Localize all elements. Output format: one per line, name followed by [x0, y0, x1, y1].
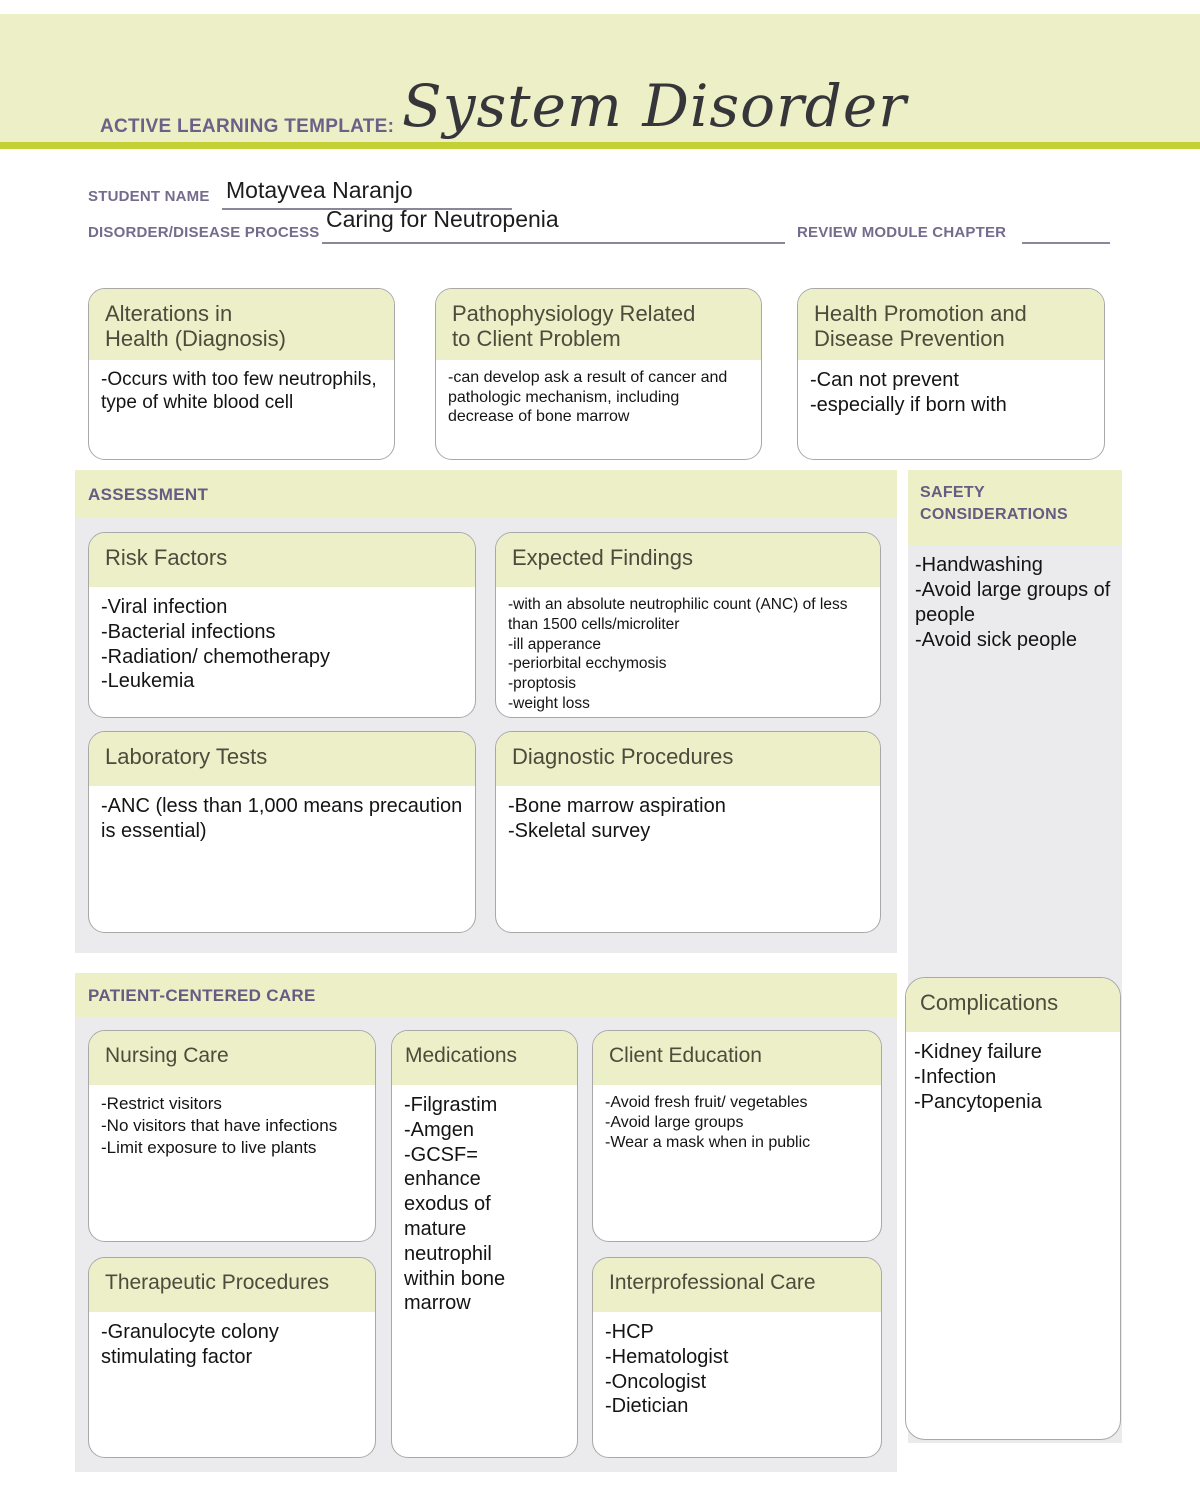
- box-medications-header: Medications: [392, 1031, 577, 1085]
- box-nursing-care: Nursing Care -Restrict visitors -No visi…: [88, 1030, 376, 1242]
- box-complications: Complications -Kidney failure -Infection…: [905, 977, 1121, 1440]
- student-name-field[interactable]: Motayvea Naranjo: [226, 177, 413, 203]
- box-client-education-body[interactable]: -Avoid fresh fruit/ vegetables -Avoid la…: [605, 1094, 811, 1151]
- box-health-promotion-body[interactable]: -Can not prevent -especially if born wit…: [810, 368, 1007, 416]
- box-alterations-header: Alterations in Health (Diagnosis): [89, 289, 394, 360]
- box-client-education: Client Education -Avoid fresh fruit/ veg…: [592, 1030, 882, 1242]
- box-nursing-care-body[interactable]: -Restrict visitors -No visitors that hav…: [101, 1094, 338, 1158]
- assessment-section-label: ASSESSMENT: [88, 485, 209, 504]
- box-medications-body[interactable]: -Filgrastim -Amgen -GCSF= enhance exodus…: [404, 1094, 506, 1315]
- box-medications-title: Medications: [405, 1044, 518, 1067]
- box-health-promotion-header: Health Promotion and Disease Prevention: [798, 289, 1104, 360]
- box-laboratory-tests-header: Laboratory Tests: [89, 732, 475, 786]
- disorder-process-field[interactable]: Caring for Neutropenia: [326, 206, 559, 232]
- box-health-promotion-title: Health Promotion and Disease Prevention: [814, 301, 1027, 351]
- template-eyebrow-label: ACTIVE LEARNING TEMPLATE:: [100, 116, 395, 137]
- box-diagnostic-procedures-title: Diagnostic Procedures: [512, 744, 734, 769]
- box-laboratory-tests: Laboratory Tests -ANC (less than 1,000 m…: [88, 731, 476, 933]
- patient-centered-care-section-label: PATIENT-CENTERED CARE: [88, 986, 316, 1005]
- accent-divider: [0, 142, 1200, 149]
- box-interprofessional-care-title: Interprofessional Care: [609, 1271, 816, 1294]
- disorder-process-underline: [322, 242, 785, 244]
- box-risk-factors-body[interactable]: -Viral infection -Bacterial infections -…: [101, 596, 331, 693]
- box-laboratory-tests-title: Laboratory Tests: [105, 744, 268, 769]
- box-expected-findings-title: Expected Findings: [512, 545, 693, 570]
- box-therapeutic-procedures-body[interactable]: -Granulocyte colony stimulating factor: [101, 1321, 279, 1368]
- box-diagnostic-procedures: Diagnostic Procedures -Bone marrow aspir…: [495, 731, 881, 933]
- safety-considerations-label: SAFETY CONSIDERATIONS: [920, 484, 1068, 523]
- box-pathophysiology-title: Pathophysiology Related to Client Proble…: [452, 301, 696, 351]
- box-therapeutic-procedures-title: Therapeutic Procedures: [105, 1271, 330, 1294]
- box-therapeutic-procedures-header: Therapeutic Procedures: [89, 1258, 375, 1312]
- box-complications-title: Complications: [920, 990, 1059, 1015]
- box-alterations-title: Alterations in Health (Diagnosis): [105, 301, 286, 351]
- box-client-education-header: Client Education: [593, 1031, 881, 1085]
- box-expected-findings-header: Expected Findings: [496, 533, 880, 587]
- box-pathophysiology-header: Pathophysiology Related to Client Proble…: [436, 289, 761, 360]
- box-nursing-care-title: Nursing Care: [105, 1044, 229, 1067]
- header-band: ACTIVE LEARNING TEMPLATE: System Disorde…: [0, 14, 1200, 142]
- box-alterations-in-health: Alterations in Health (Diagnosis) -Occur…: [88, 288, 395, 460]
- safety-considerations-header: SAFETY CONSIDERATIONS: [908, 470, 1122, 546]
- box-interprofessional-care: Interprofessional Care -HCP -Hematologis…: [592, 1257, 882, 1458]
- box-complications-body[interactable]: -Kidney failure -Infection -Pancytopenia: [914, 1041, 1042, 1113]
- box-expected-findings: Expected Findings -with an absolute neut…: [495, 532, 881, 718]
- box-alterations-body[interactable]: -Occurs with too few neutrophils, type o…: [101, 368, 377, 414]
- review-module-chapter-label: REVIEW MODULE CHAPTER: [797, 224, 1007, 241]
- box-expected-findings-body[interactable]: -with an absolute neutrophilic count (AN…: [508, 596, 848, 713]
- box-client-education-title: Client Education: [609, 1044, 762, 1067]
- safety-considerations-body[interactable]: -Handwashing -Avoid large groups of peop…: [915, 554, 1111, 651]
- box-medications: Medications -Filgrastim -Amgen -GCSF= en…: [391, 1030, 578, 1458]
- box-pathophysiology: Pathophysiology Related to Client Proble…: [435, 288, 762, 460]
- box-interprofessional-care-body[interactable]: -HCP -Hematologist -Oncologist -Dieticia…: [605, 1321, 729, 1418]
- box-diagnostic-procedures-body[interactable]: -Bone marrow aspiration -Skeletal survey: [508, 795, 726, 842]
- box-complications-header: Complications: [906, 978, 1120, 1032]
- page-title: System Disorder: [402, 72, 907, 140]
- box-risk-factors: Risk Factors -Viral infection -Bacterial…: [88, 532, 476, 718]
- patient-centered-care-section-band: PATIENT-CENTERED CARE: [75, 973, 897, 1017]
- box-interprofessional-care-header: Interprofessional Care: [593, 1258, 881, 1312]
- student-name-label: STUDENT NAME: [88, 188, 210, 205]
- review-module-chapter-underline: [1022, 242, 1110, 244]
- assessment-section-band: ASSESSMENT: [75, 470, 897, 518]
- box-risk-factors-header: Risk Factors: [89, 533, 475, 587]
- student-name-underline: [222, 208, 512, 210]
- disorder-process-label: DISORDER/DISEASE PROCESS: [88, 224, 320, 241]
- box-risk-factors-title: Risk Factors: [105, 545, 228, 570]
- box-health-promotion: Health Promotion and Disease Prevention …: [797, 288, 1105, 460]
- box-pathophysiology-body[interactable]: -can develop ask a result of cancer and …: [448, 368, 728, 426]
- box-nursing-care-header: Nursing Care: [89, 1031, 375, 1085]
- box-therapeutic-procedures: Therapeutic Procedures -Granulocyte colo…: [88, 1257, 376, 1458]
- box-laboratory-tests-body[interactable]: -ANC (less than 1,000 means precaution i…: [101, 795, 463, 842]
- box-diagnostic-procedures-header: Diagnostic Procedures: [496, 732, 880, 786]
